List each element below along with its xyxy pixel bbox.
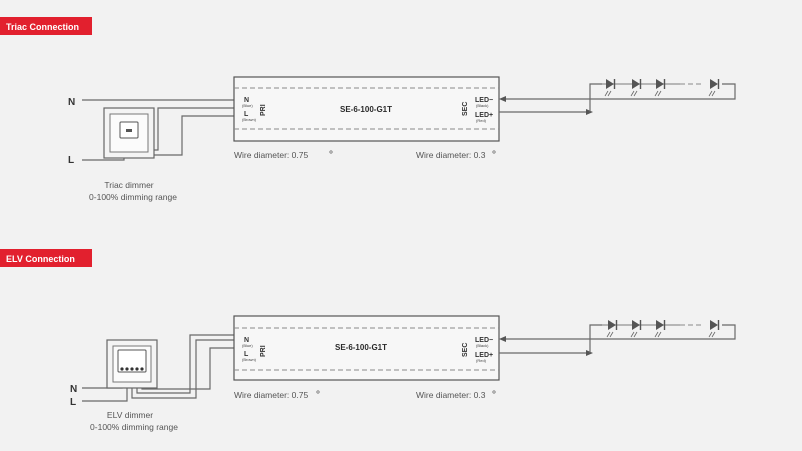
driver-in-l: L — [244, 351, 249, 358]
driver-out-pos: LED+ — [475, 112, 493, 119]
driver-in-l: L — [244, 111, 249, 118]
led-driver: N (Blue) L (Brown) PRI SE-6-100-G1T SEC … — [233, 76, 500, 142]
section-badge-bg — [0, 17, 92, 35]
led-icon — [606, 320, 618, 338]
led-icon — [604, 79, 616, 97]
driver-model: SE-6-100-G1T — [335, 343, 387, 352]
driver-in-n: N — [244, 97, 249, 104]
driver-out-neg-color: (Black) — [476, 103, 489, 108]
driver-in-n-color: (Blue) — [242, 343, 253, 348]
led-icon — [630, 79, 642, 97]
led-icon — [630, 320, 642, 338]
triac-dimmer: Triac dimmer 0-100% dimming range — [89, 107, 177, 202]
led-driver: N (Blue) L (Brown) PRI SE-6-100-G1T SEC … — [233, 315, 500, 381]
wire-diameter-left: Wire diameter: 0.75 — [234, 390, 308, 400]
driver-out-pos: LED+ — [475, 352, 493, 359]
dimmer-caption: Triac dimmer — [104, 180, 153, 190]
driver-model: SE-6-100-G1T — [340, 105, 392, 114]
driver-out-pos-color: (Red) — [476, 118, 487, 123]
led-strip — [604, 79, 720, 97]
terminal-l: L — [70, 397, 76, 408]
driver-in-n: N — [244, 337, 249, 344]
section-triac: Triac Connection N L Triac dimmer 0-100%… — [0, 17, 736, 202]
elv-dimmer: ELV dimmer 0-100% dimming range — [90, 339, 178, 432]
wire-diameter-left: Wire diameter: 0.75 — [234, 150, 308, 160]
terminal-n: N — [68, 97, 75, 108]
wire-diameter-right: Wire diameter: 0.3 — [416, 150, 486, 160]
driver-in-l-color: (Brown) — [242, 357, 257, 362]
led-icon — [654, 79, 666, 97]
driver-out-neg-color: (Black) — [476, 343, 489, 348]
driver-out-neg: LED− — [475, 97, 493, 104]
terminal-l: L — [68, 155, 74, 166]
dimmer-caption: ELV dimmer — [107, 410, 153, 420]
dimmer-range: 0-100% dimming range — [90, 422, 178, 432]
section-elv: ELV Connection N L ELV dimmer 0-100% dim… — [0, 249, 736, 432]
terminal-n: N — [70, 384, 77, 395]
driver-pri-label: PRI — [260, 104, 267, 116]
output-wires — [499, 83, 736, 115]
section-badge-bg — [0, 249, 92, 267]
driver-in-l-color: (Brown) — [242, 117, 257, 122]
driver-sec-label: SEC — [462, 343, 469, 357]
driver-pri-label: PRI — [260, 345, 267, 357]
driver-out-neg: LED− — [475, 337, 493, 344]
led-icon — [708, 320, 720, 338]
dimmer-range: 0-100% dimming range — [89, 192, 177, 202]
wire-diameter-right: Wire diameter: 0.3 — [416, 390, 486, 400]
section-badge: ELV Connection — [6, 254, 75, 264]
led-icon — [654, 320, 666, 338]
driver-out-pos-color: (Red) — [476, 358, 487, 363]
input-wires — [82, 334, 234, 402]
driver-in-n-color: (Blue) — [242, 103, 253, 108]
led-strip — [606, 320, 720, 338]
led-icon — [708, 79, 720, 97]
driver-sec-label: SEC — [462, 102, 469, 116]
section-badge: Triac Connection — [6, 22, 79, 32]
